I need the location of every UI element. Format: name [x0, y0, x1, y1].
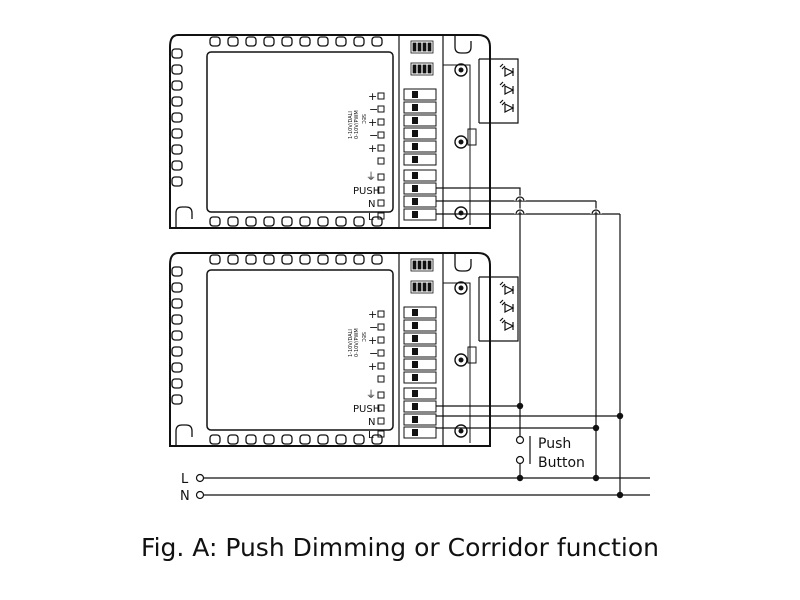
- driver-2-pos1-label: +: [368, 308, 377, 321]
- driver-2-neg2-label: −: [369, 347, 378, 360]
- driver-1-dim-alt-label: 0-10V/PWM: [354, 110, 360, 139]
- wiring: [204, 187, 650, 496]
- driver-1-pos1-label: +: [368, 90, 377, 103]
- driver-1: SEC + − + − + 1-10V/DALI 0-10V/PWM ⏚ PUS…: [169, 34, 519, 229]
- driver-2-sec-label: SEC: [360, 332, 366, 342]
- driver-1-neg1-label: −: [369, 103, 378, 116]
- push-button: Push Button: [515, 435, 585, 471]
- supply-l-terminal: [195, 473, 205, 483]
- push-button-terminal-bottom: [515, 455, 525, 465]
- driver-2-pos3-label: +: [368, 360, 377, 373]
- driver-1-terminal-labels: SEC + − + − + 1-10V/DALI 0-10V/PWM ⏚ PUS…: [348, 90, 380, 223]
- driver-1-neg2-label: −: [369, 129, 378, 142]
- driver-2-dim-alt-label: 0-10V/PWM: [354, 328, 360, 357]
- driver-2-push-label: PUSH: [353, 404, 380, 415]
- driver-1-n-label: N: [368, 199, 375, 210]
- driver-1-l-label: L: [368, 212, 374, 223]
- driver-2-earth-label: ⏚: [366, 389, 376, 401]
- push-button-terminal-top: [515, 435, 525, 445]
- driver-1-pos2-label: +: [368, 116, 377, 129]
- supply-n-terminal: [195, 490, 205, 500]
- push-button-label-line2: Button: [538, 455, 585, 471]
- supply-l-label: L: [181, 472, 189, 487]
- push-button-label-line1: Push: [538, 436, 571, 452]
- supply-terminals: L N: [180, 472, 205, 504]
- driver-2-neg1-label: −: [369, 321, 378, 334]
- driver-1-led-string: [478, 58, 519, 124]
- driver-2-l-label: L: [368, 430, 374, 441]
- driver-1-earth-label: ⏚: [366, 171, 376, 183]
- driver-1-sec-label: SEC: [360, 114, 366, 124]
- supply-n-label: N: [180, 489, 190, 504]
- driver-2-led-string: [478, 276, 519, 342]
- driver-2-terminal-labels: SEC + − + − + 1-10V/DALI 0-10V/PWM ⏚ PUS…: [348, 308, 380, 441]
- driver-1-dim-label: 1-10V/DALI: [348, 111, 354, 139]
- driver-2-dim-label: 1-10V/DALI: [348, 329, 354, 357]
- driver-2-housing: [169, 252, 491, 447]
- driver-1-push-label: PUSH: [353, 186, 380, 197]
- driver-2-n-label: N: [368, 417, 375, 428]
- junction-dots: [516, 402, 624, 499]
- figure-caption: Fig. A: Push Dimming or Corridor functio…: [141, 533, 659, 562]
- driver-2: SEC + − + − + 1-10V/DALI 0-10V/PWM ⏚ PUS…: [169, 252, 519, 447]
- driver-2-pos2-label: +: [368, 334, 377, 347]
- driver-1-pos3-label: +: [368, 142, 377, 155]
- wire-d1-push: [436, 187, 521, 210]
- driver-1-housing: [169, 34, 491, 229]
